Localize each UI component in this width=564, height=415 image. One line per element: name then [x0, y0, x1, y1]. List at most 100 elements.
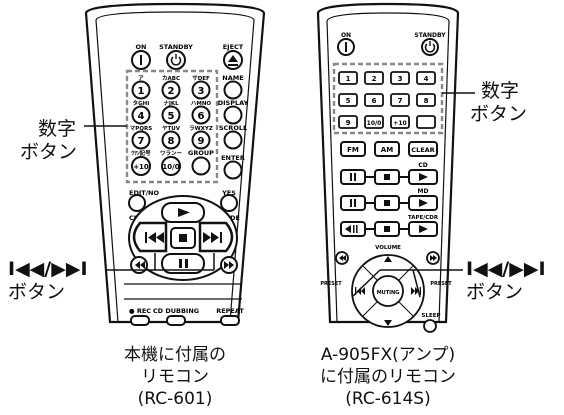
svg-text:ラWXYZ: ラWXYZ [189, 125, 213, 132]
svg-text:8: 8 [168, 136, 175, 147]
cd-dubbing-button[interactable] [166, 315, 186, 326]
left-remote-caption-line3: (RC-601) [137, 389, 213, 409]
svg-text:6: 6 [372, 97, 377, 105]
digit-2-button[interactable]: 2 [161, 80, 181, 100]
group-button[interactable] [191, 156, 211, 176]
svg-text:CLEAR: CLEAR [411, 146, 434, 154]
stop-icon [179, 234, 187, 242]
svg-text:3: 3 [398, 75, 403, 83]
numeric-callout-left-line2: ボタン [20, 141, 78, 163]
standby-button[interactable] [166, 50, 186, 70]
digit-3-button[interactable]: 3 [191, 80, 211, 100]
display-button[interactable] [223, 105, 243, 125]
on-label: ON [341, 32, 351, 39]
fast-forward-button[interactable] [220, 256, 238, 274]
fm-button[interactable]: FM [340, 141, 366, 157]
sleep-label: SLEEP [421, 313, 440, 319]
md-label: MD [418, 188, 429, 195]
skip-callout-left-line1: I◀◀/▶▶I [8, 258, 88, 280]
scroll-button[interactable] [223, 130, 243, 150]
digit-8-button[interactable]: 8 [161, 130, 181, 150]
am-button[interactable]: AM [374, 141, 400, 157]
svg-text:1: 1 [138, 86, 145, 97]
plus10-button[interactable]: +10 [131, 156, 151, 176]
digit-1-button[interactable]: 1 [131, 80, 151, 100]
digit-1-button[interactable]: 1 [338, 71, 358, 85]
name-button[interactable] [223, 80, 243, 100]
skip-callout-right-line1: I◀◀/▶▶I [466, 258, 546, 280]
svg-text:+10: +10 [393, 120, 406, 127]
md-stop-button[interactable] [374, 195, 400, 211]
right-remote-caption-line3: (RC-614S) [345, 389, 431, 409]
skip-callout-left-line2: ボタン [8, 281, 66, 303]
edit-no-button[interactable] [128, 194, 146, 212]
svg-text:ﾜｦﾝ記号: ﾜｦﾝ記号 [131, 149, 151, 157]
tape-stop-button[interactable] [374, 221, 400, 237]
eject-button[interactable] [223, 50, 243, 70]
right-remote-caption-line1: A-905FX(アンプ) [320, 345, 456, 365]
on-button[interactable] [131, 50, 151, 70]
enter-button[interactable] [223, 160, 243, 180]
yes-label: YES [221, 189, 236, 197]
cd-play-button[interactable] [408, 169, 438, 185]
digit-9-button[interactable]: 9 [338, 115, 358, 129]
muting-button[interactable] [372, 275, 404, 307]
clear-button[interactable]: CLEAR [408, 141, 438, 157]
svg-text:9: 9 [198, 136, 205, 147]
digit-2-button[interactable]: 2 [364, 71, 384, 85]
yes-button[interactable] [220, 194, 238, 212]
volume-label: VOLUME [375, 245, 401, 251]
on-button[interactable] [337, 38, 355, 56]
preset-back-icon [355, 287, 365, 295]
left-remote-caption-line2: リモコン [141, 367, 209, 387]
skip-forward-icon [203, 232, 222, 243]
digit-7-button[interactable]: 7 [390, 93, 410, 107]
svg-text:10/0: 10/0 [367, 120, 382, 127]
rewind-button[interactable] [130, 256, 148, 274]
volume-plus-button[interactable] [426, 251, 440, 265]
digit-9-button[interactable]: 9 [191, 130, 211, 150]
digit-3-button[interactable]: 3 [390, 71, 410, 85]
preset-forward-icon [411, 287, 421, 295]
digit-4-button[interactable]: 4 [416, 71, 436, 85]
standby-button[interactable] [421, 38, 439, 56]
rec-button[interactable] [130, 315, 150, 326]
edit-no-label: EDIT/NO [129, 189, 160, 197]
svg-text:タGHI: タGHI [133, 99, 150, 107]
digit-5-button[interactable]: 5 [338, 93, 358, 107]
blank-key-button[interactable] [416, 115, 436, 129]
cd-stop-button[interactable] [374, 169, 400, 185]
rec-label: ● REC [129, 307, 151, 315]
digit-7-button[interactable]: 7 [131, 130, 151, 150]
digit-10-0-button[interactable]: 10/0 [161, 156, 181, 176]
volume-minus-button[interactable] [335, 251, 349, 265]
repeat-button[interactable] [220, 315, 240, 326]
volume-up-icon [384, 256, 392, 262]
svg-text:8: 8 [424, 97, 429, 105]
md-pause-button[interactable] [340, 195, 366, 211]
digit-10-0-button[interactable]: 10/0 [364, 115, 384, 129]
digit-4-button[interactable]: 4 [131, 105, 151, 125]
svg-text:ヤTUV: ヤTUV [162, 125, 181, 132]
plus10-button[interactable]: +10 [390, 115, 410, 129]
tape-play-button[interactable] [408, 221, 438, 237]
digit-6-button[interactable]: 6 [191, 105, 211, 125]
svg-text:2: 2 [168, 86, 175, 97]
svg-text:6: 6 [198, 111, 205, 122]
digit-5-button[interactable]: 5 [161, 105, 181, 125]
svg-text:+10: +10 [133, 163, 149, 171]
numeric-keys: 1 2 3 4 5 6 7 8 9 10/0 +10 [338, 71, 436, 129]
digit-8-button[interactable]: 8 [416, 93, 436, 107]
numeric-callout-left-line1: 数字 [38, 118, 77, 140]
svg-text:カABC: カABC [162, 75, 180, 82]
name-label: NAME [222, 74, 243, 82]
digit-6-button[interactable]: 6 [364, 93, 384, 107]
cd-pause-button[interactable] [340, 169, 366, 185]
group-label: GROUP [188, 149, 214, 157]
play-icon [178, 208, 190, 217]
sleep-button[interactable] [423, 319, 437, 333]
pause-button[interactable] [161, 253, 205, 274]
skip-back-icon [145, 232, 164, 243]
md-play-button[interactable] [408, 195, 438, 211]
tape-reverse-button[interactable] [340, 221, 366, 237]
